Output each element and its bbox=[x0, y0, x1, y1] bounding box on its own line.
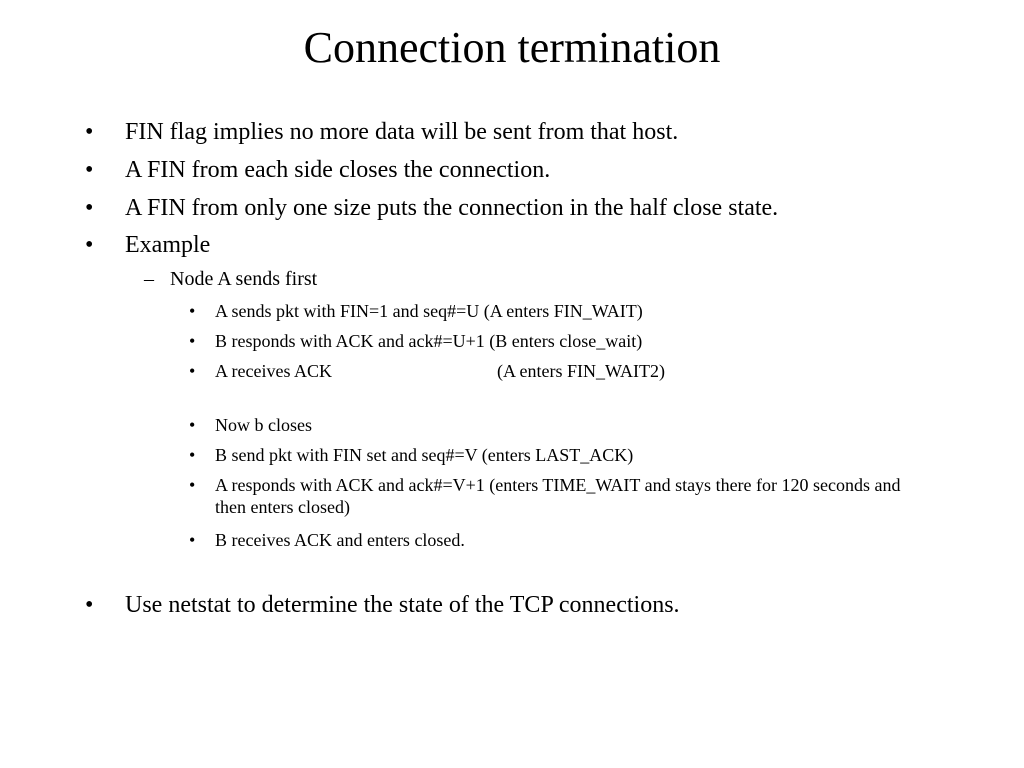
sub-sub-bullet-text: A sends pkt with FIN=1 and seq#=U (A ent… bbox=[215, 301, 643, 321]
slide-title: Connection termination bbox=[303, 23, 721, 72]
bullet-item: • Example bbox=[85, 231, 211, 259]
sub-sub-bullet-aside: (A enters FIN_WAIT2) bbox=[497, 360, 665, 382]
bullet-marker: • bbox=[85, 119, 94, 145]
bullet-text: A FIN from only one size puts the connec… bbox=[125, 195, 779, 221]
bullet-item: • A FIN from only one size puts the conn… bbox=[85, 194, 779, 222]
sub-sub-bullet-item: • A sends pkt with FIN=1 and seq#=U (A e… bbox=[189, 300, 643, 322]
bullet-item: • FIN flag implies no more data will be … bbox=[85, 118, 679, 146]
sub-sub-bullet-item: • Now b closes bbox=[189, 414, 312, 436]
bullet-text: A FIN from each side closes the connecti… bbox=[125, 157, 551, 183]
bullet-text: FIN flag implies no more data will be se… bbox=[125, 119, 679, 145]
bullet-item: • Use netstat to determine the state of … bbox=[85, 591, 680, 619]
sub-sub-bullet-item: • B send pkt with FIN set and seq#=V (en… bbox=[189, 444, 634, 466]
bullet-marker: • bbox=[85, 592, 94, 618]
bullet-marker: • bbox=[189, 361, 196, 381]
bullet-marker: • bbox=[189, 415, 196, 435]
sub-sub-bullet-text: B receives ACK and enters closed. bbox=[215, 530, 465, 550]
bullet-text: Use netstat to determine the state of th… bbox=[125, 592, 680, 618]
sub-sub-bullet-text: A responds with ACK and ack#=V+1 (enters… bbox=[215, 475, 901, 517]
sub-sub-bullet-aside-text: (A enters FIN_WAIT2) bbox=[497, 361, 665, 381]
bullet-marker: • bbox=[85, 232, 94, 258]
sub-sub-bullet-item: • B responds with ACK and ack#=U+1 (B en… bbox=[189, 330, 643, 352]
sub-sub-bullet-item: • A responds with ACK and ack#=V+1 (ente… bbox=[189, 474, 930, 518]
dash-marker: – bbox=[144, 268, 154, 290]
bullet-text: Example bbox=[125, 232, 211, 258]
bullet-marker: • bbox=[85, 157, 94, 183]
sub-sub-bullet-text: B responds with ACK and ack#=U+1 (B ente… bbox=[215, 331, 643, 351]
bullet-marker: • bbox=[189, 530, 196, 550]
sub-bullet-item: – Node A sends first bbox=[144, 267, 318, 291]
sub-bullet-text: Node A sends first bbox=[170, 268, 318, 290]
bullet-marker: • bbox=[189, 301, 196, 321]
sub-sub-bullet-text: Now b closes bbox=[215, 415, 312, 435]
bullet-marker: • bbox=[189, 445, 196, 465]
bullet-item: • A FIN from each side closes the connec… bbox=[85, 156, 551, 184]
sub-sub-bullet-text: A receives ACK bbox=[215, 361, 332, 381]
bullet-marker: • bbox=[189, 475, 196, 495]
sub-sub-bullet-item: • B receives ACK and enters closed. bbox=[189, 529, 465, 551]
bullet-marker: • bbox=[85, 195, 94, 221]
sub-sub-bullet-item: • A receives ACK bbox=[189, 360, 332, 382]
sub-sub-bullet-text: B send pkt with FIN set and seq#=V (ente… bbox=[215, 445, 634, 465]
bullet-marker: • bbox=[189, 331, 196, 351]
